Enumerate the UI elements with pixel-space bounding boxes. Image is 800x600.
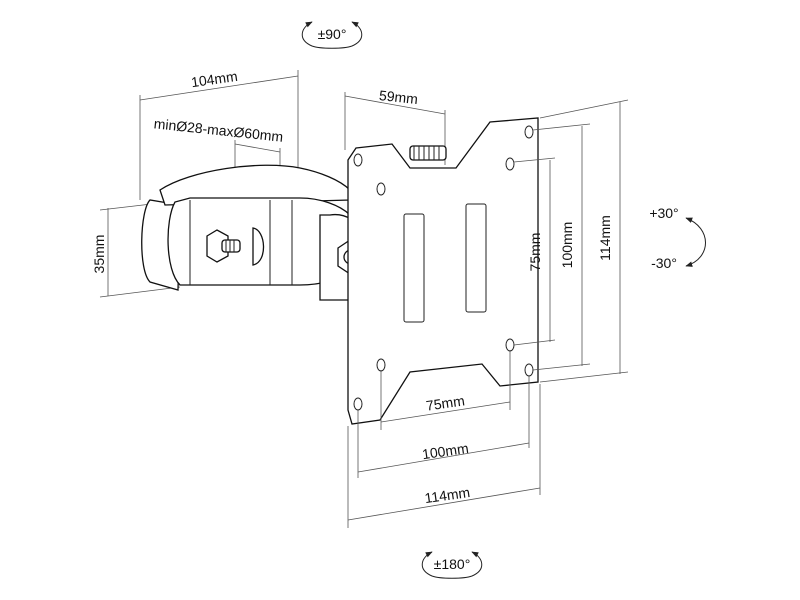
tilt-up-label: +30°: [649, 205, 678, 221]
plate-top-offset-label: 59mm: [378, 87, 418, 107]
plate-height-label: 114mm: [597, 215, 613, 261]
tilt-rotation-indicator: +30° -30°: [649, 205, 706, 271]
hex-nut-icon: [206, 229, 229, 263]
vesa-large-horizontal-label: 100mm: [421, 440, 469, 462]
dim-vesa-large-vertical: 100mm: [532, 123, 591, 371]
tension-knob-icon: [409, 145, 447, 161]
vesa-plate: [347, 117, 539, 425]
vesa-small-horizontal-label: 75mm: [425, 392, 466, 413]
tilt-down-label: -30°: [651, 255, 677, 271]
rotate-arrow-icon: [421, 551, 483, 579]
dim-plate-width: 114mm: [347, 384, 541, 528]
dim-vesa-small-vertical: 75mm: [513, 157, 556, 346]
vesa-large-vertical-label: 100mm: [559, 222, 575, 269]
arm-length-label: 104mm: [190, 68, 238, 90]
clamp-height-label: 35mm: [91, 235, 107, 274]
dim-vesa-large-horizontal: 100mm: [357, 376, 530, 478]
plate-width-label: 114mm: [424, 484, 471, 506]
rotate-label: ±180°: [434, 556, 471, 572]
clamp-range-label: minØ28-maxØ60mm: [153, 115, 284, 144]
dim-vesa-small-horizontal: 75mm: [380, 350, 511, 430]
dim-plate-top-offset: 59mm: [344, 87, 446, 165]
swivel-arrow-icon: [301, 21, 363, 49]
dim-arm-length: 104mm: [139, 68, 299, 200]
tilt-arrow-icon: [685, 217, 706, 267]
dim-plate-height: 114mm: [539, 99, 629, 383]
clamp-slot-icon: [252, 227, 265, 266]
swivel-label: ±90°: [318, 26, 347, 42]
vesa-small-vertical-label: 75mm: [527, 233, 543, 272]
pole-clamp: [141, 164, 351, 291]
rotate-rotation-indicator: ±180°: [421, 551, 483, 579]
swivel-rotation-indicator: ±90°: [301, 21, 363, 49]
